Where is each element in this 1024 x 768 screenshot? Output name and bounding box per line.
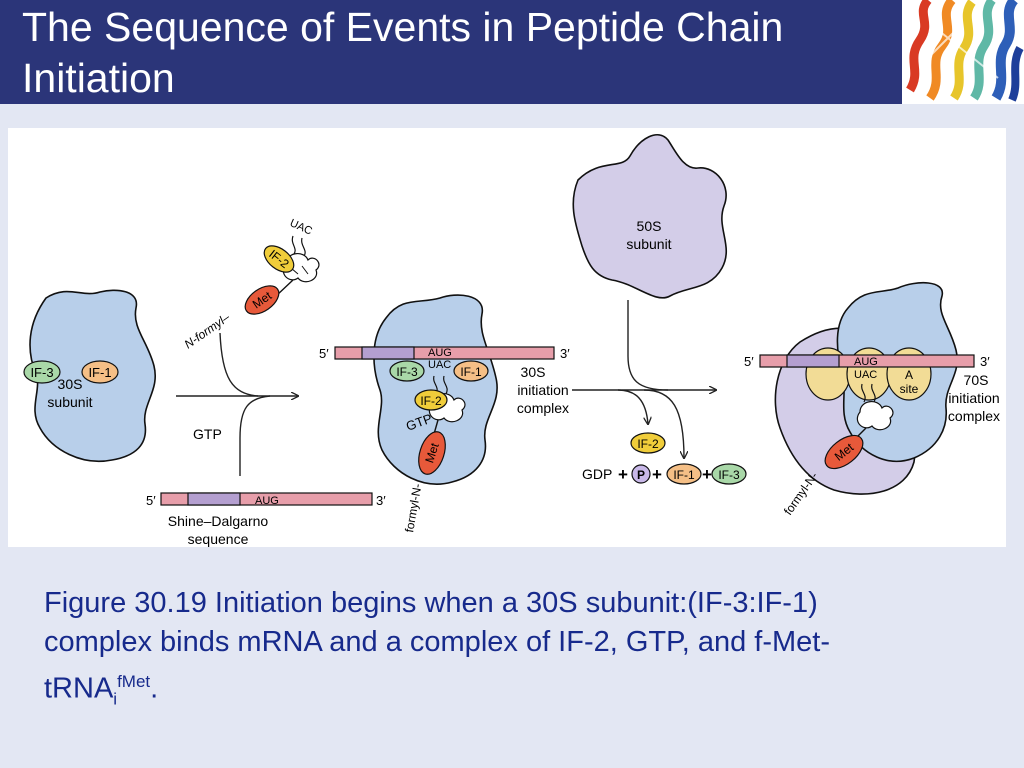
bound-met [418, 431, 446, 475]
phosphate-label: P [637, 468, 645, 482]
bound-trna-70s [856, 401, 894, 431]
free-50s-subunit: 50S subunit [572, 134, 727, 299]
mrna-three-label: 3′ [560, 346, 570, 361]
phosphate [631, 464, 651, 484]
subunit-label: subunit [47, 394, 92, 410]
formyl-label: N-formyl– [182, 310, 233, 351]
helix-ribbons-icon [905, 0, 1024, 102]
initiation-complex-30s: 5′ AUG 3′ IF-3 IF-1 UAC IF-2 GTP Met for… [319, 294, 570, 534]
mrna-five-label: 5′ [146, 493, 156, 508]
if3-label: IF-3 [30, 365, 53, 380]
initiation-figure: IF-3 IF-1 30S subunit UAC IF-2 Met N-for… [8, 128, 1006, 547]
complex30-l1: 30S [521, 364, 546, 380]
if2-label: IF-2 [420, 394, 442, 408]
caption-subscript: i [113, 689, 118, 709]
if1-factor [81, 360, 119, 384]
anticodon-label: UAC [428, 359, 451, 371]
gdp-label: GDP [582, 466, 612, 482]
association-arrows [572, 300, 716, 458]
released-if3 [711, 463, 747, 485]
mrna-five-label: 5′ [744, 354, 754, 369]
met-label: Met [422, 441, 442, 465]
free-30s-subunit: IF-3 IF-1 30S subunit [23, 289, 156, 462]
formyl-label: formyl-N- [402, 483, 424, 534]
if2-factor [263, 245, 295, 273]
shine-dalgarno-label: Shine–Dalgarno [168, 513, 269, 529]
a-label: A [905, 368, 913, 382]
complex70-l3: complex [948, 408, 1000, 424]
plus-sign-2: + [652, 465, 662, 484]
s50-l2: subunit [626, 236, 671, 252]
caption-end: . [150, 672, 159, 705]
aug-label: AUG [428, 347, 452, 359]
plus-sign-3: + [702, 465, 712, 484]
bound-if3 [389, 360, 425, 382]
released-if3-label: IF-3 [718, 468, 740, 482]
gtp-label: GTP [193, 426, 222, 442]
aug-label: AUG [255, 495, 279, 507]
fmet-trna-complex: UAC IF-2 Met N-formyl– [182, 217, 320, 351]
site-label: site [900, 382, 919, 396]
plus-sign-1: + [618, 465, 628, 484]
if3-factor [23, 360, 61, 384]
aug-label: AUG [854, 356, 878, 368]
caption-trna: tRNA [44, 672, 114, 705]
mrna-three-label: 3′ [376, 493, 386, 508]
complex30-l2: initiation [517, 382, 568, 398]
complex30-l3: complex [517, 400, 569, 416]
released-if2-label: IF-2 [637, 437, 659, 451]
shine-dalgarno-region [187, 492, 241, 506]
protein-structure-image [902, 0, 1024, 104]
binding-arrows: GTP [176, 332, 298, 476]
met-70s [824, 434, 864, 470]
mrna-five-label: 5′ [319, 346, 329, 361]
met-residue [244, 285, 280, 315]
complex70-l2: initiation [948, 390, 999, 406]
slide-title: The Sequence of Events in Peptide Chain … [22, 4, 784, 101]
if1-label: IF-1 [460, 365, 482, 379]
bound-shine-dalgarno [361, 346, 415, 360]
released-if1 [666, 463, 702, 485]
bound-if1 [453, 360, 489, 382]
released-if2 [630, 432, 666, 454]
anticodon-label: UAC [854, 369, 877, 381]
complex70-l1: 70S [964, 372, 989, 388]
sequence-label: sequence [188, 531, 249, 547]
if3-label: IF-3 [396, 365, 418, 379]
figure-caption: Figure 30.19 Initiation begins when a 30… [44, 584, 984, 718]
initiation-complex-70s: 5′ AUG 3′ UAC A site Met formyl-N- 70S i… [744, 281, 1000, 518]
mrna-three-label: 3′ [980, 354, 990, 369]
anticodon-label: UAC [288, 217, 314, 237]
title-bar: The Sequence of Events in Peptide Chain … [0, 0, 902, 104]
released-if1-label: IF-1 [673, 468, 695, 482]
initiation-diagram: IF-3 IF-1 30S subunit UAC IF-2 Met N-for… [23, 134, 1000, 547]
bound-if2 [414, 389, 448, 411]
caption-line-2: complex binds mRNA and a complex of IF-2… [44, 626, 831, 658]
formyl-label: formyl-N- [781, 469, 821, 517]
caption-line-1: Figure 30.19 Initiation begins when a 30… [44, 587, 818, 619]
bound-sd-70s [786, 354, 840, 368]
caption-line-3: tRNAifMet. [44, 662, 984, 718]
released-factors: IF-2 GDP + P + IF-1 + IF-3 [582, 432, 747, 485]
s30-label: 30S [58, 376, 83, 392]
caption-superscript: fMet [117, 672, 151, 691]
s50-l1: 50S [637, 218, 662, 234]
if1-label: IF-1 [88, 365, 111, 380]
free-mrna: 5′ AUG 3′ Shine–Dalgarno sequence [146, 492, 386, 547]
